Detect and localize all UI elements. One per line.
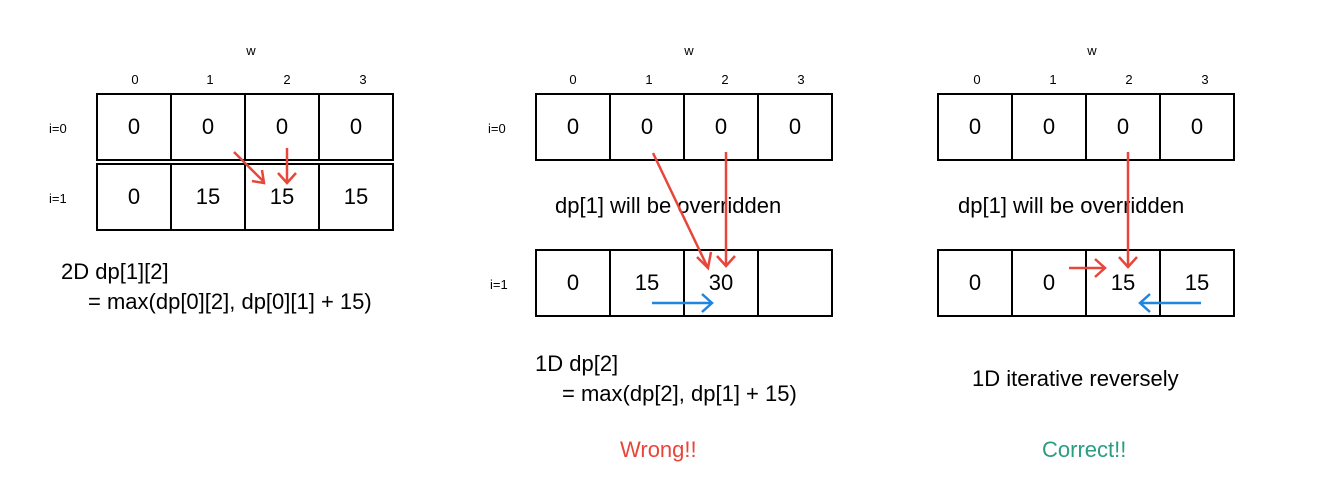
left-col-label-1: 1 xyxy=(206,72,214,87)
right-down-arrow xyxy=(1118,152,1138,269)
middle-right-blue-arrow xyxy=(652,293,714,313)
left-row-label-i0: i=0 xyxy=(49,121,67,136)
middle-table-row-bottom: 0 15 30 xyxy=(535,249,833,317)
middle-table-row-top: 0 0 0 0 xyxy=(535,93,833,161)
middle-row-label-i1: i=1 xyxy=(490,277,508,292)
left-caption-line2: = max(dp[0][2], dp[0][1] + 15) xyxy=(88,289,372,314)
middle-axis-w-label: w xyxy=(684,43,694,58)
right-caption: 1D iterative reversely xyxy=(972,366,1179,391)
middle-col-label-0: 0 xyxy=(569,72,577,87)
left-cell-1-3: 15 xyxy=(318,163,394,231)
middle-down-arrow xyxy=(716,152,736,268)
left-axis-w-label: w xyxy=(246,43,256,58)
middle-col-label-2: 2 xyxy=(721,72,729,87)
right-override-note: dp[1] will be overridden xyxy=(958,193,1185,218)
middle-col-label-1: 1 xyxy=(645,72,653,87)
middle-caption-line2: = max(dp[2], dp[1] + 15) xyxy=(562,381,797,406)
left-table-row-0: 0 0 0 0 xyxy=(96,93,394,161)
right-col-label-0: 0 xyxy=(973,72,981,87)
wrong-status-label: Wrong!! xyxy=(620,437,697,462)
middle-row-label-i0: i=0 xyxy=(488,121,506,136)
right-table-row-top: 0 0 0 0 xyxy=(937,93,1235,161)
right-col-label-1: 1 xyxy=(1049,72,1057,87)
middle-top-cell-3: 0 xyxy=(757,93,833,161)
right-bottom-cell-3: 15 xyxy=(1159,249,1235,317)
middle-diagonal-arrow xyxy=(651,152,713,271)
right-axis-w-label: w xyxy=(1087,43,1097,58)
left-diagonal-arrow xyxy=(233,151,266,185)
left-down-arrow xyxy=(277,148,297,185)
correct-status-label: Correct!! xyxy=(1042,437,1127,462)
left-caption-line1: 2D dp[1][2] xyxy=(61,259,169,284)
right-table-row-bottom: 0 0 15 15 xyxy=(937,249,1235,317)
left-col-label-2: 2 xyxy=(283,72,291,87)
left-row-label-i1: i=1 xyxy=(49,191,67,206)
right-col-label-3: 3 xyxy=(1201,72,1209,87)
middle-col-label-3: 3 xyxy=(797,72,805,87)
middle-override-note: dp[1] will be overridden xyxy=(555,193,782,218)
middle-bottom-cell-1: 15 xyxy=(609,249,685,317)
left-col-label-0: 0 xyxy=(131,72,139,87)
left-cell-0-3: 0 xyxy=(318,93,394,161)
right-left-blue-arrow xyxy=(1138,293,1201,313)
right-col-label-2: 2 xyxy=(1125,72,1133,87)
right-top-cell-3: 0 xyxy=(1159,93,1235,161)
left-table-row-1: 0 15 15 15 xyxy=(96,163,394,231)
left-col-label-3: 3 xyxy=(359,72,367,87)
right-red-horizontal-arrow xyxy=(1069,258,1107,278)
middle-caption-line1: 1D dp[2] xyxy=(535,351,619,376)
middle-bottom-cell-3 xyxy=(757,249,833,317)
